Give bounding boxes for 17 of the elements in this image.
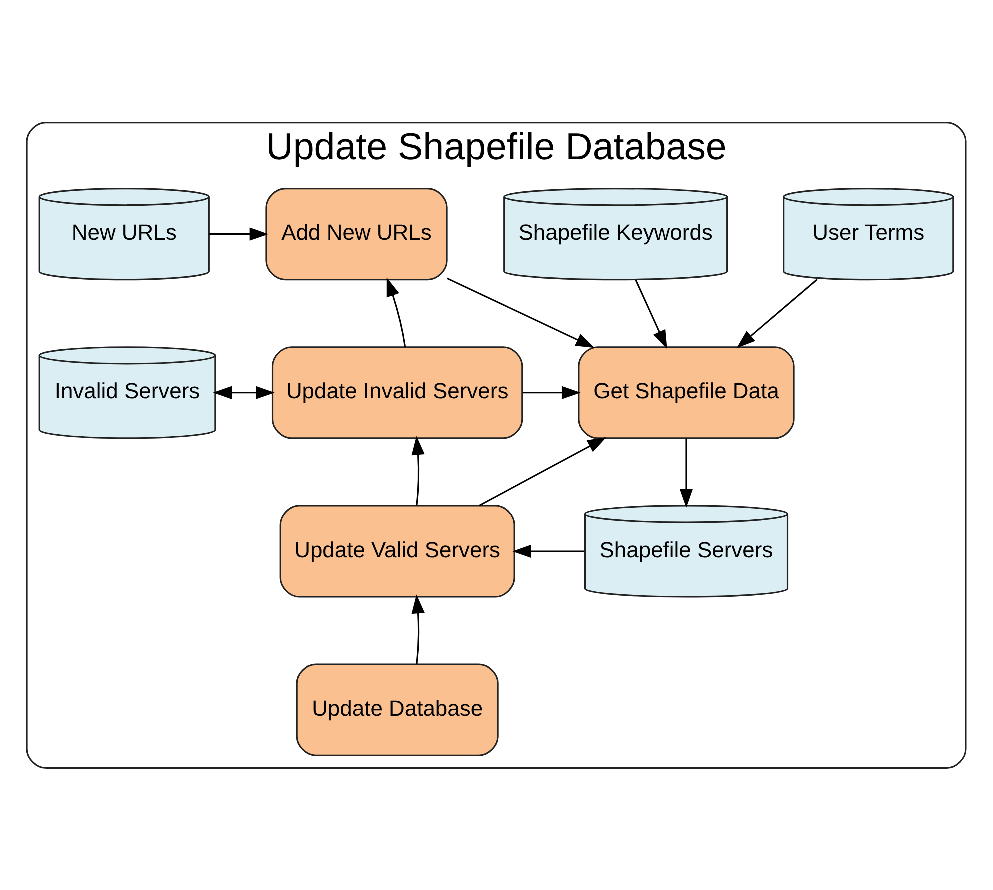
arrow: [209, 227, 269, 240]
arrow: [446, 277, 595, 348]
arrow: [412, 594, 425, 664]
node-box: Update Invalid Servers: [272, 346, 524, 439]
arrow: [736, 278, 818, 348]
node-box: Update Database: [296, 663, 499, 756]
arrow: [478, 436, 607, 506]
node-box: Add New URLs: [266, 188, 448, 280]
arrow: [512, 544, 585, 558]
arrow: [213, 386, 275, 399]
arrow: [680, 438, 694, 508]
arrow: [386, 277, 406, 347]
node-box: Update Valid Servers: [280, 504, 516, 598]
arrow: [635, 279, 668, 349]
arrow: [522, 386, 581, 399]
node-box: Get Shapefile Data: [578, 346, 795, 439]
arrow: [412, 436, 425, 506]
